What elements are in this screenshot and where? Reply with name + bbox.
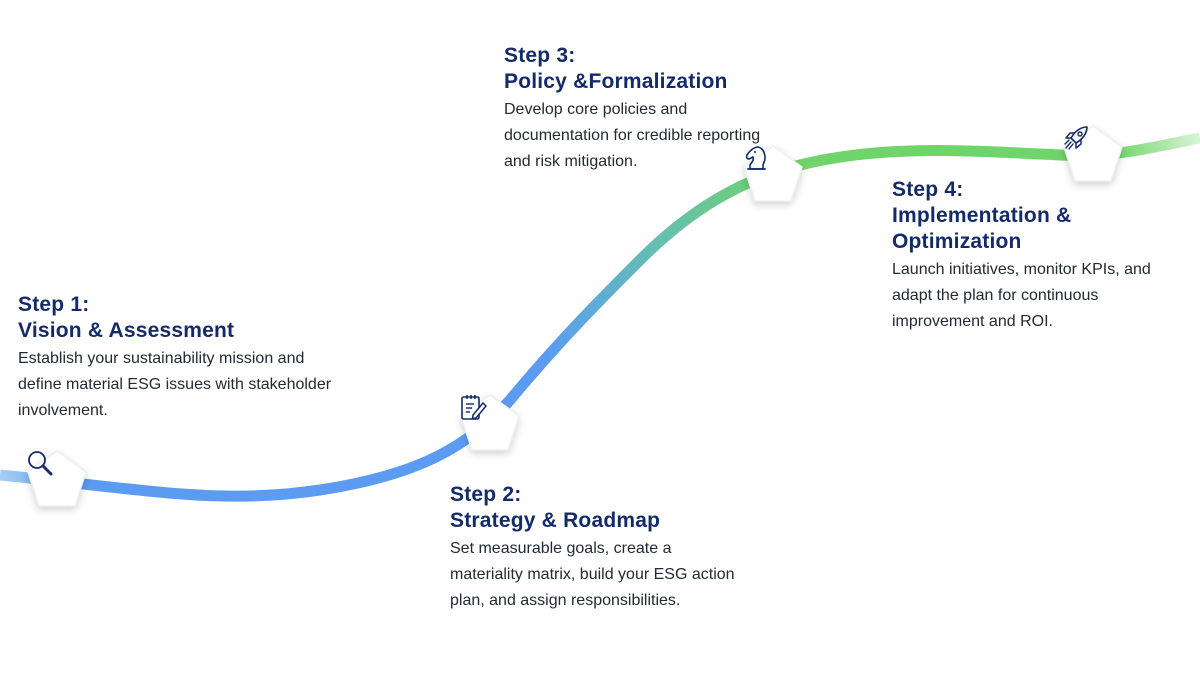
step-2-label: Step 2: bbox=[450, 483, 522, 506]
step-1-description: Establish your sustainability mission an… bbox=[18, 350, 332, 419]
step-1-label: Step 1: bbox=[18, 293, 90, 316]
magnifier-icon bbox=[28, 451, 53, 476]
step-3-label: Step 3: bbox=[504, 44, 576, 67]
step-3-description: Develop core policies and documentation … bbox=[504, 101, 761, 170]
step-1-block: Step 1: Vision & Assessment Establish yo… bbox=[18, 292, 338, 424]
step-2-title: Strategy & Roadmap bbox=[450, 509, 661, 532]
step-4-node bbox=[1061, 123, 1125, 185]
step-1-node bbox=[25, 448, 89, 510]
step-2-node bbox=[458, 392, 522, 454]
step-4-description: Launch initiatives, monitor KPIs, and ad… bbox=[892, 261, 1151, 330]
step-4-label: Step 4: bbox=[892, 178, 964, 201]
rocket-icon bbox=[1064, 126, 1088, 150]
step-4-title: Implementation & Optimization bbox=[892, 204, 1072, 253]
step-4-block: Step 4: Implementation & Optimization La… bbox=[892, 177, 1192, 335]
step-1-title: Vision & Assessment bbox=[18, 319, 235, 342]
clipboard-edit-icon bbox=[461, 395, 487, 420]
step-3-block: Step 3: Policy &Formalization Develop co… bbox=[504, 43, 774, 175]
step-3-title: Policy &Formalization bbox=[504, 70, 728, 93]
step-2-description: Set measurable goals, create a materiali… bbox=[450, 540, 735, 609]
step-2-block: Step 2: Strategy & Roadmap Set measurabl… bbox=[450, 482, 740, 614]
roadmap-path bbox=[0, 132, 1200, 502]
step-3-node bbox=[741, 143, 805, 205]
chess-knight-icon bbox=[745, 146, 766, 170]
